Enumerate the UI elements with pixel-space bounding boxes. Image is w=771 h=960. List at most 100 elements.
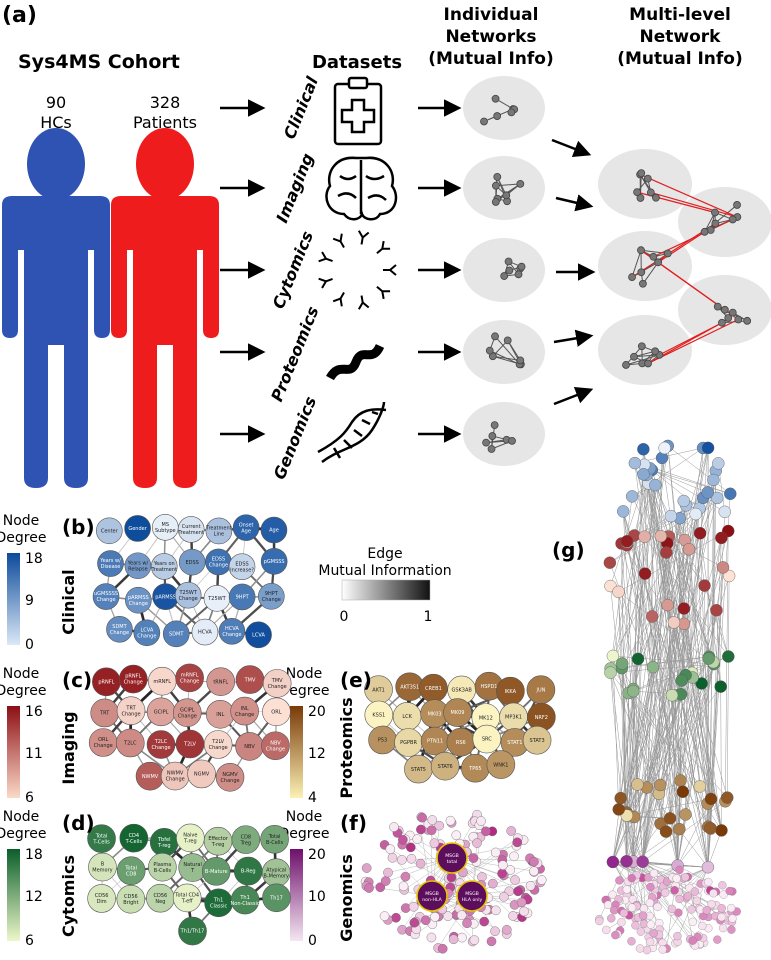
network-node (715, 824, 728, 837)
network-node (722, 650, 735, 663)
svg-text:T-reg: T-reg (157, 843, 171, 849)
svg-text:T: T (190, 868, 195, 874)
network-node (627, 903, 637, 912)
svg-text:CD56: CD56 (154, 893, 168, 899)
svg-text:INL: INL (241, 706, 249, 712)
svg-text:T2LV: T2LV (183, 742, 196, 748)
network-node (704, 877, 713, 887)
svg-text:Proteomics: Proteomics (337, 697, 356, 798)
svg-text:LCVA: LCVA (252, 632, 265, 638)
svg-text:10: 10 (308, 889, 326, 905)
network-node (602, 925, 611, 935)
edge-mi-legend: Edge Mutual Information 0 1 (318, 546, 451, 625)
network-node (499, 892, 509, 902)
svg-text:EDSS: EDSS (185, 560, 198, 566)
network-node: MP3K1 (499, 702, 528, 732)
network-node (721, 791, 734, 804)
svg-text:Change: Change (220, 778, 239, 784)
network-node (717, 912, 726, 922)
network-node: EDSS (178, 548, 206, 576)
individual-network-proteomics (463, 320, 545, 384)
network-node: Th1/Th17 (178, 916, 207, 946)
network-node (701, 486, 714, 499)
network-node (667, 616, 681, 629)
svg-text:Disease: Disease (101, 564, 121, 570)
network-node (683, 892, 693, 901)
network-node (426, 825, 437, 836)
network-node (667, 904, 677, 914)
network-node (457, 932, 467, 943)
svg-text:Treatment: Treatment (205, 526, 231, 532)
svg-text:IKKA: IKKA (505, 689, 517, 695)
network-node (616, 657, 629, 670)
arrow-network-to-multilevel (555, 194, 594, 212)
network-node (658, 441, 671, 455)
datasets-title: Datasets (312, 52, 402, 73)
network-node (446, 872, 457, 883)
svg-text:NBV: NBV (270, 740, 281, 746)
svg-text:Th1: Th1 (239, 895, 249, 901)
network-node (707, 899, 716, 909)
network-node (672, 874, 681, 883)
network-node: INL (205, 699, 235, 729)
svg-text:B-Reg: B-Reg (241, 869, 256, 875)
network-node (695, 677, 708, 690)
network-node (646, 660, 660, 674)
network-node: Th17 (262, 883, 291, 913)
multilevel-layer-cytomics (598, 231, 692, 301)
network-node (714, 680, 727, 693)
network-node: NWMV (135, 761, 165, 791)
panel-label-c: (c) (62, 668, 92, 692)
network-node (510, 875, 520, 885)
svg-text:Change: Change (268, 684, 287, 690)
network-node (698, 579, 711, 592)
svg-text:TRT: TRT (125, 705, 136, 711)
network-node (638, 911, 648, 920)
network-node (627, 874, 636, 883)
network-node (505, 865, 516, 875)
svg-text:MSGB: MSGB (425, 891, 439, 897)
svg-text:Network: Network (640, 27, 722, 47)
svg-text:Degree: Degree (279, 826, 330, 842)
network-node (512, 837, 523, 848)
network-node (707, 473, 720, 487)
svg-text:Degree: Degree (279, 683, 330, 699)
svg-text:Total: Total (124, 865, 137, 871)
svg-text:SDMT: SDMT (112, 624, 127, 630)
svg-text:18: 18 (25, 847, 43, 863)
network-node (661, 888, 670, 897)
svg-text:TMV: TMV (244, 677, 256, 683)
svg-text:(Mutual Info): (Mutual Info) (617, 49, 743, 69)
interlayer-edge (659, 322, 723, 356)
svg-text:Total: Total (268, 834, 281, 840)
panel-label-e: (e) (340, 668, 372, 692)
network-node (682, 542, 696, 556)
svg-text:MK09: MK09 (451, 710, 465, 716)
network-node (727, 925, 736, 934)
network-node: B-Mature (201, 857, 231, 886)
svg-text:uGMSSSS: uGMSSSS (94, 591, 118, 597)
panel-label-f: (f) (340, 811, 367, 835)
network-node (628, 895, 638, 904)
svg-text:6: 6 (25, 933, 34, 949)
network-node (476, 816, 486, 826)
network-node (445, 815, 456, 826)
network-node (506, 826, 517, 836)
svg-text:Change: Change (222, 632, 241, 638)
dataset-label-genomics: Genomics (270, 394, 320, 482)
svg-text:LCK: LCK (402, 714, 412, 720)
